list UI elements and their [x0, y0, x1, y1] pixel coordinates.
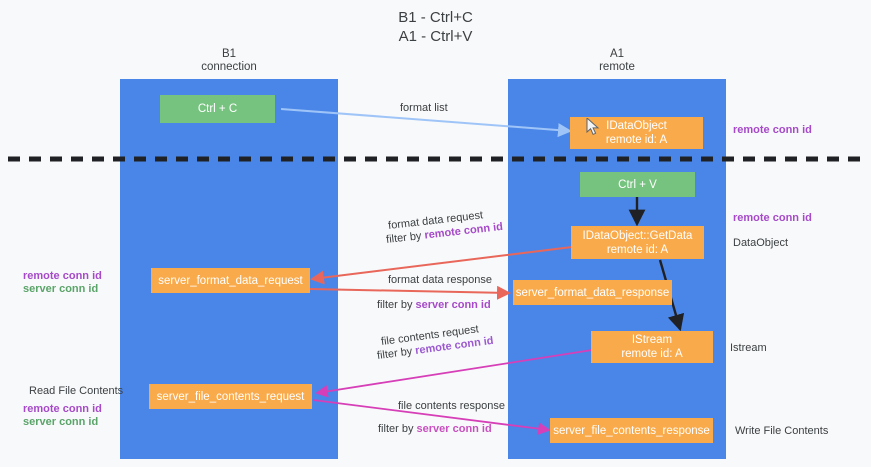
- node-server-file-contents-request[interactable]: server_file_contents_request: [149, 384, 312, 409]
- node-istream-label: IStream: [631, 334, 673, 346]
- node-idataobject[interactable]: IDataObject remote id: A: [570, 117, 703, 149]
- annotation-left-remote-conn-id-2: remote conn id: [23, 403, 102, 415]
- annotation-right-istream: Istream: [730, 342, 767, 354]
- lane-title-a1: A1 remote: [599, 48, 635, 73]
- annotation-left-server-conn-id-1: server conn id: [23, 283, 99, 295]
- annotation-left-read-file-contents: Read File Contents: [29, 385, 124, 397]
- edge-label-format-data-response: format data response: [388, 274, 492, 286]
- node-ctrl-v-label: Ctrl + V: [618, 178, 657, 191]
- lane-title-b1: B1 connection: [201, 48, 257, 73]
- node-ctrl-v[interactable]: Ctrl + V: [580, 172, 695, 197]
- filter-key-server-conn-id: server conn id: [416, 423, 492, 435]
- edge-label-format-data-response-filter: filter by server conn id: [377, 298, 491, 312]
- node-istream-sublabel: remote id: A: [621, 348, 683, 360]
- node-istream[interactable]: IStream remote id: A: [591, 331, 713, 363]
- annotation-right-dataobject: DataObject: [733, 237, 789, 249]
- node-server-file-contents-response-label: server_file_contents_response: [553, 424, 710, 437]
- node-server-format-data-request[interactable]: server_format_data_request: [151, 268, 310, 293]
- edge-format-data-response: [309, 285, 511, 300]
- filter-prefix: filter by: [376, 345, 417, 363]
- filter-key-server-conn-id: server conn id: [415, 299, 491, 311]
- edge-label-file-contents-response: file contents response: [398, 400, 506, 412]
- node-server-file-contents-request-label: server_file_contents_request: [156, 390, 305, 403]
- filter-prefix: filter by: [378, 423, 417, 435]
- page-title: B1 - Ctrl+C A1 - Ctrl+V: [398, 9, 473, 45]
- node-server-format-data-request-label: server_format_data_request: [158, 274, 303, 287]
- annotation-left-remote-conn-id-1: remote conn id: [23, 270, 102, 282]
- node-getdata-label: IDataObject::GetData: [582, 229, 693, 242]
- node-ctrl-c[interactable]: Ctrl + C: [160, 95, 275, 123]
- node-server-file-contents-response[interactable]: server_file_contents_response: [550, 418, 713, 443]
- annotation-right-write-file-contents: Write File Contents: [735, 425, 829, 437]
- node-getdata[interactable]: IDataObject::GetData remote id: A: [571, 226, 704, 259]
- annotation-left-server-conn-id-2: server conn id: [23, 416, 99, 428]
- annotation-right-remote-conn-id-top: remote conn id: [733, 124, 812, 136]
- annotation-right-remote-conn-id-mid: remote conn id: [733, 212, 812, 224]
- edge-label-file-contents-response-filter: filter by server conn id: [378, 422, 492, 436]
- edge-label-format-list: format list: [400, 102, 448, 114]
- node-idataobject-sublabel: remote id: A: [605, 134, 668, 146]
- node-idataobject-label: IDataObject: [606, 120, 667, 132]
- node-server-format-data-response[interactable]: server_format_data_response: [513, 280, 672, 305]
- filter-prefix: filter by: [385, 229, 426, 247]
- node-ctrl-c-label: Ctrl + C: [197, 103, 238, 115]
- node-server-format-data-response-label: server_format_data_response: [515, 286, 670, 299]
- filter-prefix: filter by: [377, 299, 416, 311]
- node-getdata-sublabel: remote id: A: [606, 243, 669, 256]
